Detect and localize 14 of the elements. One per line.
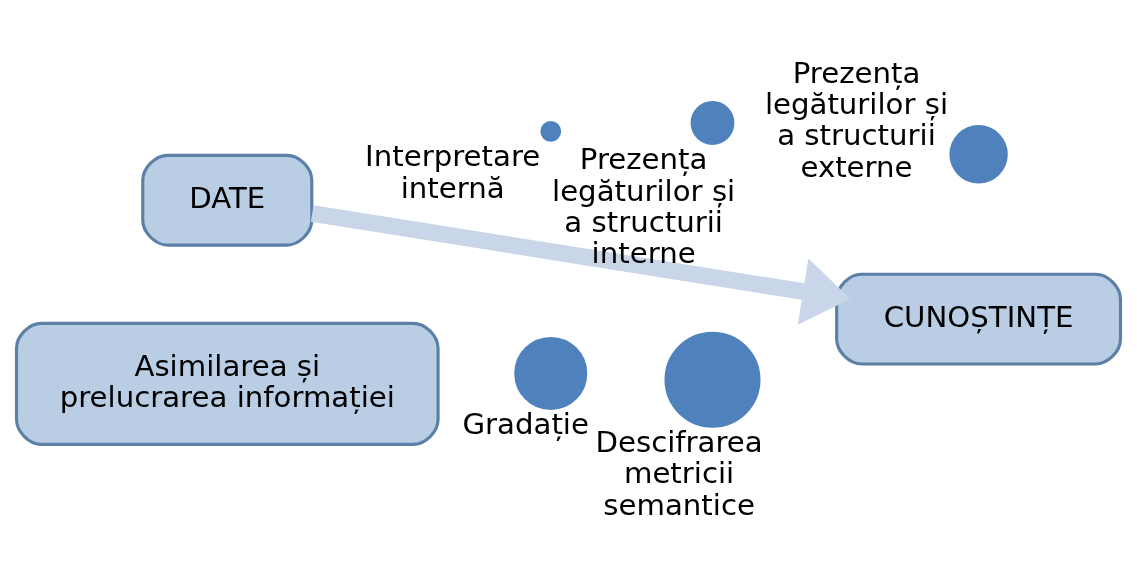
node-box: DATE (141, 153, 314, 247)
node-label: Prezența legăturilor și a structurii interne (552, 141, 736, 270)
node-circle (947, 122, 1010, 186)
node-circle (688, 98, 737, 147)
node-label: Prezența legăturilor și a structurii externe (764, 55, 949, 184)
arrow (310, 204, 851, 325)
node-circle (662, 329, 763, 430)
node-label: Interpretare internă (365, 138, 541, 204)
node-circle (538, 118, 564, 144)
node-circle (512, 334, 590, 412)
node-label: Gradație (462, 406, 589, 441)
node-label: Descifrarea metricii semantice (595, 424, 763, 522)
node-box: CUNOȘTINȚE (835, 272, 1123, 366)
node-box: Asimilarea și prelucrarea informației (14, 321, 440, 446)
